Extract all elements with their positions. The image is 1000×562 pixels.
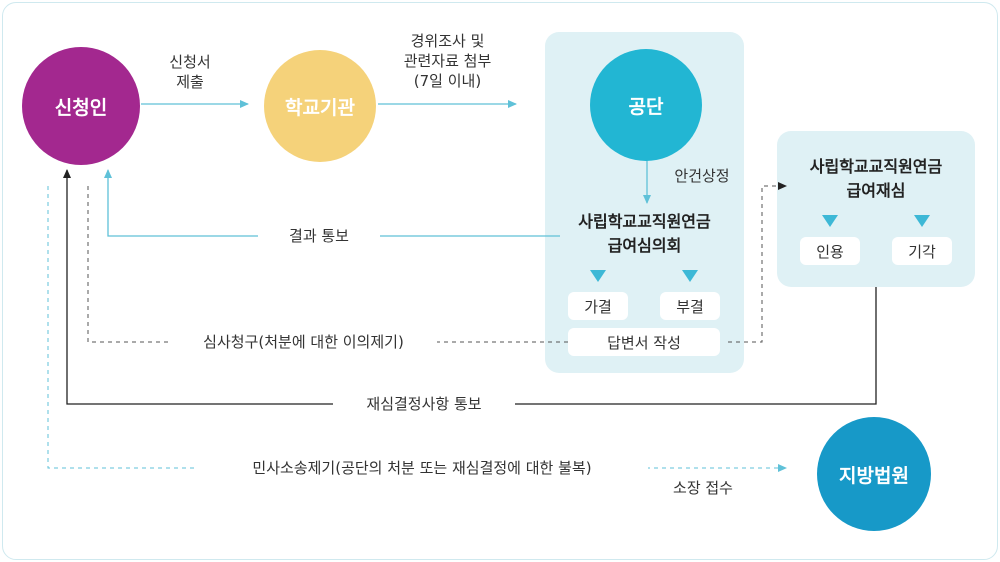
filing-label: 소장 접수 xyxy=(673,479,733,497)
approve-box: 가결 xyxy=(568,292,628,320)
arrow-reply-to-rereview xyxy=(728,182,787,343)
submit-label: 신청서 제출 xyxy=(169,53,211,91)
civil-suit-label: 민사소송제기(공단의 처분 또는 재심결정에 대한 불복) xyxy=(196,458,648,478)
committee-reject-triangle xyxy=(682,270,698,282)
line-review-request xyxy=(87,186,568,343)
result-notice-label: 결과 통보 xyxy=(258,226,380,246)
committee-approve-triangle xyxy=(590,270,606,282)
arrow-result-notice xyxy=(104,169,560,237)
committee-title: 사립학교교직원연금 급여심의회 xyxy=(578,212,711,255)
applicant-node: 신청인 xyxy=(22,47,140,165)
dismiss-box: 기각 xyxy=(892,237,952,265)
accept-box: 인용 xyxy=(800,237,860,265)
agency-node: 공단 xyxy=(590,49,702,161)
rereview-accept-triangle xyxy=(822,215,838,227)
line-civil-suit xyxy=(47,186,787,472)
school-node: 학교기관 xyxy=(264,50,376,162)
review-request-label: 심사청구(처분에 대한 이의제기) xyxy=(170,332,437,352)
rereview-notice-label: 재심결정사항 통보 xyxy=(333,394,515,414)
referral-label: 안건상정 xyxy=(674,167,730,185)
reject-box: 부결 xyxy=(660,292,720,320)
court-node: 지방법원 xyxy=(817,417,931,531)
rereview-dismiss-triangle xyxy=(914,215,930,227)
rereview-title: 사립학교교직원연금 급여재심 xyxy=(809,157,943,200)
reply-box: 답변서 작성 xyxy=(568,328,720,356)
arrow-rereview-notice xyxy=(63,169,877,405)
forward-label: 경위조사 및 관련자료 첨부 (7일 이내) xyxy=(403,32,492,90)
